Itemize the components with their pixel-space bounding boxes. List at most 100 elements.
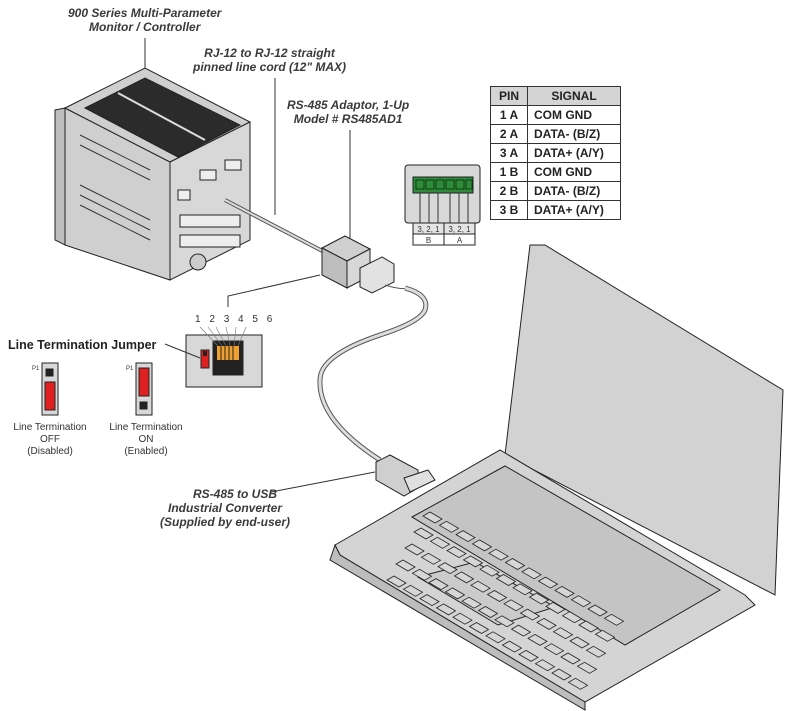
laptop-key: [510, 624, 532, 637]
jumper-off-caption-line2: OFF: [40, 434, 60, 445]
terminal-group-a: A: [456, 236, 463, 245]
pin-cell: 3 B: [490, 200, 528, 220]
jumper-off-caption: Line Termination OFF (Disabled): [10, 422, 90, 458]
laptop-key: [444, 587, 466, 600]
laptop-key: [576, 661, 598, 674]
adaptor-callout-line1: RS-485 Adaptor, 1-Up: [287, 98, 410, 112]
laptop-key: [552, 627, 574, 640]
line-termination-jumper-title: Line Termination Jumper: [8, 338, 157, 352]
jumper-on-header-label: P1: [126, 366, 134, 372]
laptop-key: [545, 601, 566, 614]
laptop-key: [468, 622, 490, 634]
laptop-key: [528, 592, 550, 605]
jumper-on-caption-line1: Line Termination: [109, 422, 183, 433]
laptop-key: [461, 596, 482, 609]
rj12-jack-inset: [185, 334, 263, 388]
rj12-pin-6: 6: [266, 314, 276, 325]
rj12-pin-2: 2: [209, 314, 218, 325]
signal-cell: DATA+ (A/Y): [527, 143, 621, 163]
laptop-key: [419, 594, 440, 607]
terminal-a-pin-order: 3, 2, 1: [448, 225, 471, 234]
laptop-key: [470, 580, 491, 593]
laptop-key: [503, 599, 524, 612]
laptop-key: [471, 539, 493, 552]
terminal-block: [404, 164, 481, 246]
adaptor-callout-line2: Model # RS485AD1: [293, 112, 403, 126]
rs485-adaptor: [320, 235, 411, 294]
terminal-b-pin-order: 3, 2, 1: [417, 225, 440, 234]
laptop-key: [567, 677, 589, 690]
laptop-key: [395, 559, 416, 572]
rj12-pin-3: 3: [223, 314, 233, 325]
laptop-key: [453, 571, 475, 584]
laptop-key: [428, 578, 449, 591]
laptop-key: [437, 562, 458, 575]
pin-cell: 2 B: [490, 181, 528, 201]
laptop-key: [420, 552, 442, 565]
laptop-key: [585, 645, 607, 658]
rj12-pin-numbers: 1 2 3 4 5 6: [195, 314, 275, 326]
jumper-off-caption-line1: Line Termination: [13, 422, 87, 433]
laptop-key: [594, 629, 616, 642]
laptop-key: [495, 574, 517, 586]
pin-column-header: PIN: [490, 86, 528, 106]
jumper-on-caption: Line Termination ON (Enabled): [104, 422, 188, 458]
laptop-key: [501, 640, 523, 653]
line-cord-callout-line2: pinned line cord (12" MAX): [193, 60, 347, 74]
monitor-callout-line1: 900 Series Multi-Parameter: [68, 6, 222, 20]
adaptor-callout: RS-485 Adaptor, 1-Up Model # RS485AD1: [287, 98, 409, 126]
laptop-key: [570, 595, 592, 608]
laptop-key: [438, 520, 460, 533]
laptop-key: [603, 613, 625, 626]
laptop-key: [455, 530, 476, 543]
laptop: [329, 244, 784, 711]
rj12-pin-1: 1: [195, 314, 204, 325]
laptop-key: [536, 617, 557, 630]
laptop-key: [486, 590, 508, 602]
laptop-key: [411, 568, 433, 581]
jumper-on-caption-line2: ON: [138, 434, 154, 445]
converter-callout-line3: (Supplied by end-user): [160, 515, 291, 529]
laptop-key: [537, 576, 559, 589]
laptop-key: [560, 652, 581, 665]
converter-callout-line1: RS-485 to USB: [192, 487, 278, 501]
laptop-key: [543, 643, 565, 656]
laptop-key: [534, 659, 556, 672]
terminal-group-b: B: [425, 236, 432, 245]
monitor-controller-device: [54, 67, 252, 281]
laptop-key: [569, 636, 590, 649]
leader-lines: [144, 38, 376, 493]
jumper-off-header-label: P1: [32, 366, 40, 372]
signal-cell: COM GND: [527, 162, 621, 182]
laptop-key: [422, 511, 443, 524]
laptop-key: [386, 575, 407, 588]
jumper-on-illustration: [135, 362, 153, 416]
jumper-on-caption-line3: (Enabled): [124, 446, 168, 457]
line-cord-callout: RJ-12 to RJ-12 straight pinned line cord…: [193, 46, 346, 74]
pin-cell: 2 A: [490, 124, 528, 144]
signal-cell: DATA- (B/Z): [527, 181, 621, 201]
laptop-key: [561, 611, 583, 624]
jumper-off-caption-line3: (Disabled): [27, 446, 73, 457]
laptop-key: [494, 615, 515, 628]
laptop-key: [477, 606, 499, 618]
monitor-callout-line2: Monitor / Controller: [89, 20, 201, 34]
jumper-off-illustration: [41, 362, 59, 416]
rj12-pin-4: 4: [238, 314, 247, 325]
laptop-key: [488, 548, 509, 561]
laptop-key: [518, 649, 539, 662]
laptop-key: [429, 536, 451, 549]
laptop-key: [402, 584, 424, 597]
converter-callout: RS-485 to USB Industrial Converter (Supp…: [160, 487, 290, 529]
rj12-line-cord: [224, 198, 331, 257]
laptop-key: [512, 583, 533, 596]
line-cord-callout-line1: RJ-12 to RJ-12 straight: [204, 46, 335, 60]
laptop-key: [446, 546, 467, 559]
